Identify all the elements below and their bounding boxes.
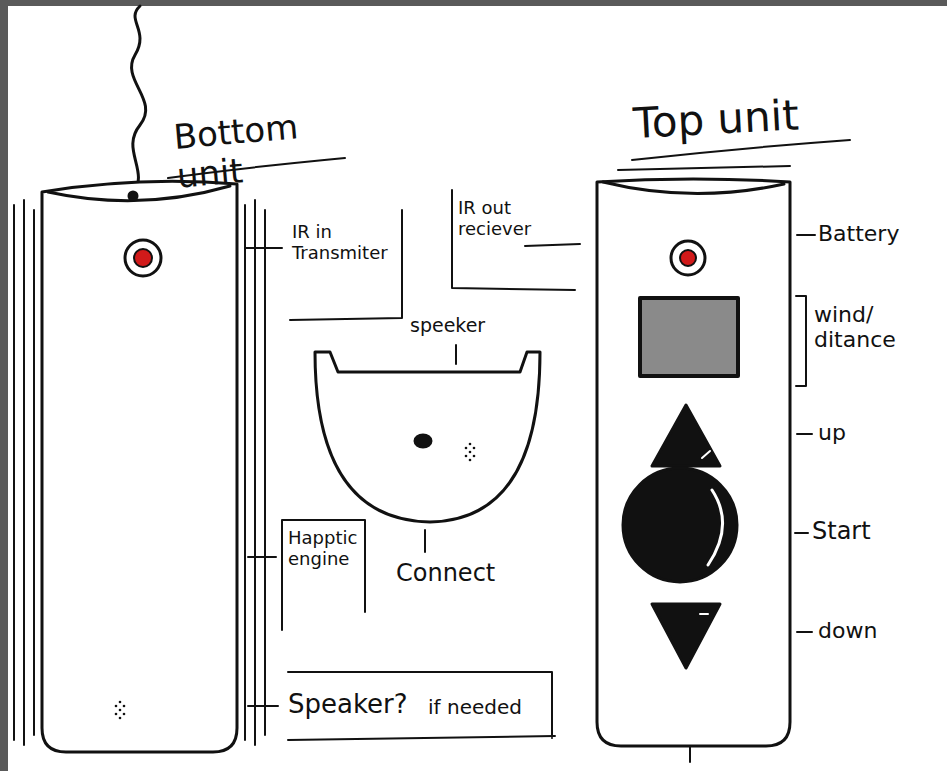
cable-entry	[129, 192, 137, 200]
leader-line	[245, 247, 282, 249]
button-shine	[700, 613, 708, 615]
grille-hole	[465, 447, 468, 450]
part-label: IR in Transmiter	[292, 222, 402, 263]
grille-hole	[469, 451, 472, 454]
leader-line	[248, 556, 276, 558]
leader-line	[455, 345, 457, 364]
housing-cap	[603, 182, 784, 194]
grille-hole	[473, 455, 476, 458]
cable-wire	[132, 6, 146, 195]
vibration-lines	[245, 200, 265, 745]
grille-hole	[115, 713, 118, 716]
unit-housing	[42, 181, 237, 752]
label-bracket	[796, 296, 806, 386]
leader-line	[797, 234, 815, 236]
frame-band	[0, 0, 8, 771]
grille-hole	[119, 709, 122, 712]
leader-line	[424, 530, 426, 552]
connector-shell	[315, 352, 540, 522]
vibration-lines	[14, 200, 34, 745]
title-underline	[618, 166, 790, 170]
up-button	[652, 405, 720, 466]
part-label: if needed	[428, 696, 548, 719]
down-button	[652, 604, 720, 668]
button-shine	[702, 451, 710, 458]
unit-title: Bottom unit	[172, 101, 368, 195]
part-label: up	[818, 420, 898, 445]
ir-window	[125, 240, 161, 276]
unit-housing	[597, 179, 790, 746]
part-label: IR out reciever	[458, 198, 568, 239]
leader-line	[248, 705, 278, 707]
bottom-unit	[14, 6, 555, 752]
part-label: Start	[812, 518, 922, 546]
part-label: speeker	[410, 315, 520, 337]
frame-band	[0, 0, 947, 6]
leader-line	[795, 532, 808, 534]
label-bracket	[288, 672, 555, 740]
speaker-grille	[465, 443, 476, 462]
ir-led	[134, 249, 152, 267]
grille-hole	[123, 705, 126, 708]
speaker-grille	[115, 701, 126, 720]
part-label: Connect	[396, 560, 526, 588]
grille-hole	[469, 459, 472, 462]
connector-socket	[415, 435, 431, 447]
unit-title: Top unit	[632, 88, 864, 148]
grille-hole	[473, 447, 476, 450]
ir-led	[680, 250, 696, 266]
label-bracket	[452, 190, 575, 290]
ir-window	[671, 241, 705, 275]
start-button	[623, 468, 737, 582]
part-label: Speaker?	[288, 690, 438, 720]
leader-line	[797, 631, 812, 633]
leader-line	[797, 433, 812, 435]
grille-hole	[465, 455, 468, 458]
part-label: Happtic engine	[288, 528, 368, 569]
display-screen	[640, 298, 738, 376]
part-label: wind/ ditance	[814, 302, 940, 353]
part-label: Battery	[818, 221, 938, 246]
part-label: down	[818, 618, 918, 643]
button-shine	[708, 490, 723, 565]
top-unit	[597, 179, 815, 762]
leader-line	[525, 244, 580, 246]
grille-hole	[123, 713, 126, 716]
grille-hole	[119, 701, 122, 704]
grille-hole	[119, 717, 122, 720]
label-bracket	[290, 210, 402, 320]
grille-hole	[469, 443, 472, 446]
unit-stub	[689, 746, 691, 762]
grille-hole	[115, 705, 118, 708]
